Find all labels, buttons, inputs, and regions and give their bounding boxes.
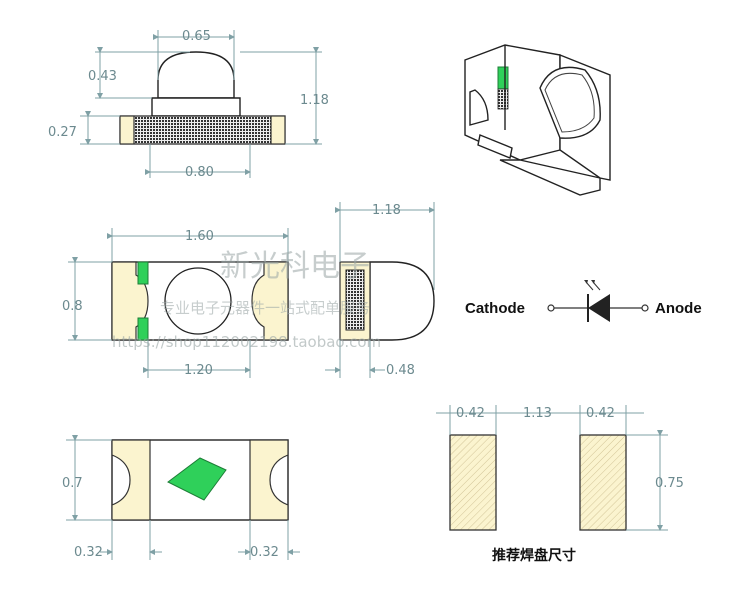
bottom-view-polarity-mark bbox=[167, 457, 227, 501]
dim-bottom-width: 0.7 bbox=[62, 476, 83, 491]
side-view-base bbox=[119, 115, 286, 145]
dim-bottom-pad-left: 0.32 bbox=[74, 545, 103, 560]
watermark: 新光科电子 专业电子元器件一站式配单服务 https://shop1120021… bbox=[112, 249, 381, 351]
bottom-view-pad-left bbox=[111, 439, 151, 521]
end-view-lens bbox=[369, 261, 435, 341]
top-view: 1.60 0.8 1.20 bbox=[62, 228, 289, 378]
footprint: 0.42 1.13 0.42 0.75 推荐焊盘尺寸 bbox=[436, 405, 684, 564]
footprint-caption: 推荐焊盘尺寸 bbox=[492, 547, 576, 564]
dim-side-lens-height: 0.43 bbox=[88, 69, 117, 84]
bottom-view-pad-right bbox=[249, 439, 289, 521]
anode-label: Anode bbox=[655, 300, 702, 317]
side-view-lens bbox=[157, 51, 235, 99]
dim-end-height: 1.18 bbox=[372, 203, 401, 218]
dim-top-length: 1.60 bbox=[185, 229, 214, 244]
watermark-line1: 新光科电子 bbox=[220, 249, 370, 284]
dim-bottom-pad-right: 0.32 bbox=[250, 545, 279, 560]
dim-top-width: 0.8 bbox=[62, 299, 83, 314]
footprint-pad-left bbox=[449, 434, 497, 531]
dim-pad-width-left: 0.42 bbox=[456, 406, 485, 421]
end-view: 1.18 0.48 bbox=[325, 202, 435, 378]
dim-pad-height: 0.75 bbox=[655, 476, 684, 491]
isometric-polarity-mark bbox=[497, 66, 509, 90]
led-symbol: Cathode Anode bbox=[465, 280, 702, 322]
watermark-line3: https://shop112002198.taobao.com bbox=[112, 333, 381, 351]
dim-side-base-height: 0.27 bbox=[48, 125, 77, 140]
dim-end-width: 0.48 bbox=[386, 363, 415, 378]
isometric-lens bbox=[544, 72, 595, 133]
top-view-polarity-mark bbox=[137, 261, 149, 285]
top-view-pad-right bbox=[251, 261, 289, 341]
bottom-view: 0.7 0.32 0.32 bbox=[62, 435, 300, 560]
top-view-lens bbox=[164, 267, 232, 335]
dim-side-total-height: 1.18 bbox=[300, 93, 329, 108]
cathode-label: Cathode bbox=[465, 300, 525, 317]
side-view: 0.65 0.43 1.18 0.27 0.80 bbox=[48, 29, 329, 180]
dim-side-lens-width: 0.65 bbox=[182, 29, 211, 44]
dim-pad-width-right: 0.42 bbox=[586, 406, 615, 421]
footprint-pad-right bbox=[579, 434, 627, 531]
dim-pad-gap: 1.13 bbox=[523, 406, 552, 421]
watermark-line2: 专业电子元器件一站式配单服务 bbox=[160, 299, 370, 317]
diode-triangle bbox=[588, 294, 610, 322]
isometric-view bbox=[464, 44, 611, 196]
dim-top-inner: 1.20 bbox=[184, 363, 213, 378]
dim-side-base-width: 0.80 bbox=[185, 165, 214, 180]
